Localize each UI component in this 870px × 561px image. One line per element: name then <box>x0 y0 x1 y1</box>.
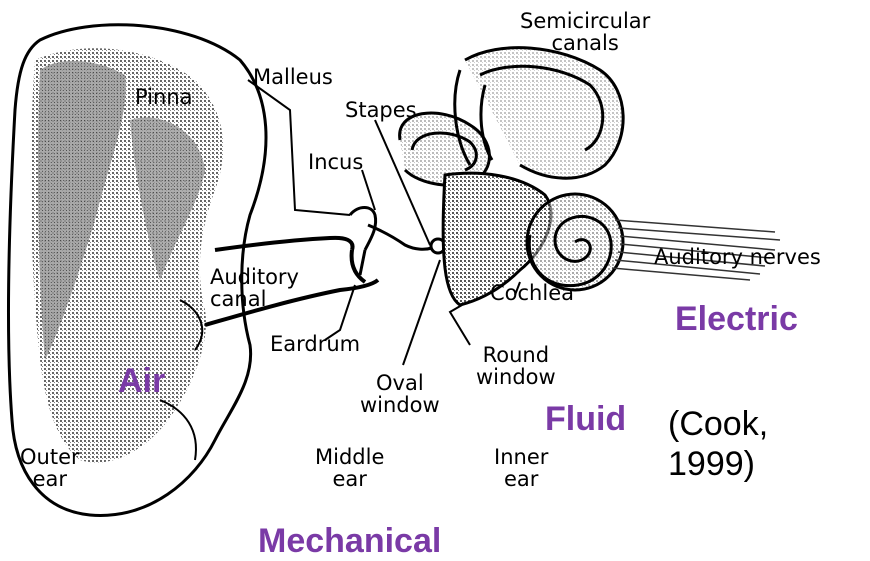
semicircular-canals-shape <box>400 48 624 186</box>
label-outer-ear-line1: Outer <box>20 446 80 468</box>
citation-line1: (Cook, <box>668 404 768 444</box>
label-semicircular-line1: Semicircular <box>520 10 650 32</box>
label-eardrum: Eardrum <box>270 333 360 355</box>
label-semicircular-canals: Semicircular canals <box>520 10 650 54</box>
label-outer-ear: Outer ear <box>20 446 80 490</box>
citation: (Cook, 1999) <box>668 404 768 484</box>
label-middle-ear-line2: ear <box>315 468 384 490</box>
stage-mechanical: Mechanical <box>258 522 441 561</box>
stage-air: Air <box>118 362 165 401</box>
citation-line2: 1999) <box>668 444 768 484</box>
label-middle-ear-line1: Middle <box>315 446 384 468</box>
label-inner-ear: Inner ear <box>494 446 548 490</box>
label-middle-ear: Middle ear <box>315 446 384 490</box>
label-inner-ear-line1: Inner <box>494 446 548 468</box>
label-auditory-canal: Auditory canal <box>210 266 299 310</box>
label-cochlea: Cochlea <box>490 282 574 304</box>
label-inner-ear-line2: ear <box>494 468 548 490</box>
ossicles-shape <box>350 208 445 276</box>
label-round-window-line2: window <box>476 366 556 388</box>
label-incus: Incus <box>308 151 363 173</box>
label-oval-window-line1: Oval <box>360 372 440 394</box>
stage-electric: Electric <box>675 300 798 339</box>
label-oval-window: Oval window <box>360 372 440 416</box>
label-auditory-nerves: Auditory nerves <box>654 246 821 268</box>
label-oval-window-line2: window <box>360 394 440 416</box>
label-malleus: Malleus <box>253 66 333 88</box>
label-round-window-line1: Round <box>476 344 556 366</box>
label-semicircular-line2: canals <box>520 32 650 54</box>
label-pinna: Pinna <box>135 86 193 108</box>
label-outer-ear-line2: ear <box>20 468 80 490</box>
cochlea-shape <box>527 194 623 290</box>
label-round-window: Round window <box>476 344 556 388</box>
label-auditory-canal-line2: canal <box>210 288 299 310</box>
stage-fluid: Fluid <box>545 400 626 439</box>
label-stapes: Stapes <box>345 99 417 121</box>
label-auditory-canal-line1: Auditory <box>210 266 299 288</box>
